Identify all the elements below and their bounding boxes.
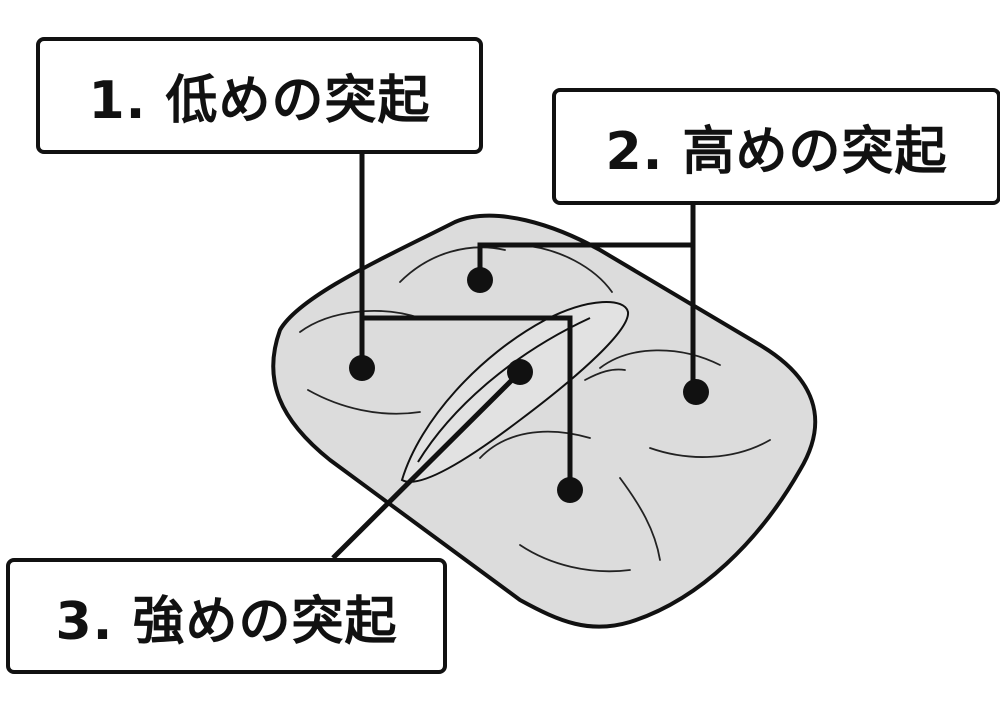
leader-line-strong bbox=[331, 370, 522, 560]
label-strong-protrusion: 3. 強めの突起 bbox=[55, 591, 398, 652]
marker-dot-high bbox=[467, 267, 493, 293]
callout-high-protrusion: 2. 高めの突起 bbox=[552, 88, 1000, 205]
marker-dot-low-2 bbox=[557, 477, 583, 503]
leader-lines bbox=[331, 154, 696, 560]
callout-low-protrusion: 1. 低めの突起 bbox=[36, 37, 483, 154]
marker-dot-high-2 bbox=[683, 379, 709, 405]
marker-dot-low bbox=[349, 355, 375, 381]
label-low-protrusion: 1. 低めの突起 bbox=[88, 71, 431, 131]
pad-contours bbox=[299, 244, 771, 573]
callout-strong-protrusion: 3. 強めの突起 bbox=[6, 558, 447, 674]
leader-line-low bbox=[359, 154, 573, 490]
marker-dot-strong bbox=[507, 359, 533, 385]
marker-dots bbox=[349, 267, 709, 503]
label-high-protrusion: 2. 高めの突起 bbox=[605, 122, 948, 182]
